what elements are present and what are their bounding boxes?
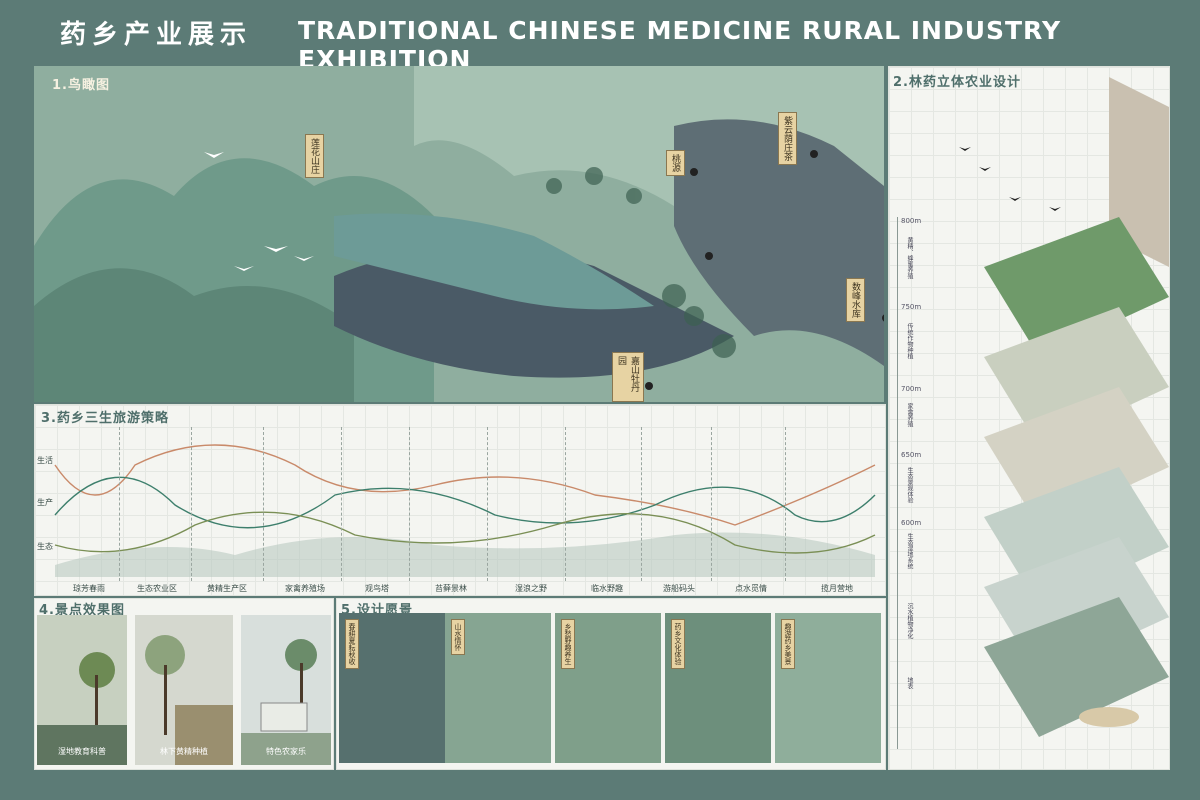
layer-illustration	[959, 77, 1169, 737]
layer-label-5: 生态湿地系统	[906, 533, 913, 569]
height-650: 650m	[901, 451, 922, 459]
scene-caption-1: 湿地教育科普	[58, 747, 106, 756]
layer-label-6: 沉水植物净化	[906, 603, 913, 639]
layer-label-7: 地表	[906, 677, 913, 689]
scene-card-1: 湿地教育科普	[37, 615, 127, 765]
height-700: 700m	[901, 385, 922, 393]
vision-card-4: 药乡文化体验	[665, 613, 771, 763]
vision-card-5: 趣游药乡美景	[775, 613, 881, 763]
layer-label-2: 传统作物种植	[906, 323, 913, 359]
scenes-panel: 4.景点效果图 湿地教育科普 林下黄精种植 特色农家乐	[34, 598, 334, 770]
layer-label-4: 生态景观体验	[906, 467, 913, 503]
vision-panel: 5.设计愿景 春耕夏耘秋收 山水情怀 乡愁野趣养生 药乡文化体验 趣游药乡美景	[336, 598, 886, 770]
strategy-panel: 3.药乡三生旅游策略 生活 生产 生态 琼芳春雨 生态农业区 黄精生产区 家禽养…	[34, 404, 886, 596]
cat-shengtai: 生态农业区	[137, 584, 177, 593]
cat-qiongfang: 琼芳春雨	[73, 584, 105, 593]
row-label-production: 生产	[37, 498, 53, 507]
vision-card-3: 乡愁野趣养生	[555, 613, 661, 763]
cat-guanniao: 观鸟塔	[365, 584, 389, 593]
layer-label-1: 黄精、蜂蜜养殖	[906, 237, 913, 279]
strategy-curves	[54, 444, 876, 577]
cat-jiaqin: 家禽养殖场	[285, 584, 325, 593]
section-3-label: 3.药乡三生旅游策略	[41, 411, 169, 426]
row-label-ecology: 生态	[37, 542, 53, 551]
vision-card-2: 山水情怀	[445, 613, 551, 763]
title-en: TRADITIONAL CHINESE MEDICINE RURAL INDUS…	[298, 16, 1062, 74]
map-tag-shuifeng: 数峰水库	[846, 278, 865, 322]
cat-linshui: 临水野趣	[591, 584, 623, 593]
scene-card-3: 特色农家乐	[241, 615, 331, 765]
scene-caption-3: 特色农家乐	[266, 747, 306, 756]
height-600: 600m	[901, 519, 922, 527]
vision-tag-4: 药乡文化体验	[671, 619, 685, 669]
section-1-label: 1.鸟瞰图	[52, 78, 110, 93]
height-750: 750m	[901, 303, 922, 311]
cat-youchuan: 游船码头	[663, 584, 695, 593]
vision-card-1: 春耕夏耘秋收	[339, 613, 445, 763]
title-cn: 药乡产业展示	[60, 20, 253, 50]
cat-shilang: 湿浪之野	[515, 584, 547, 593]
aerial-map: 1.鸟瞰图 莲花山庄 桃源 紫云荫庄茶 数峰水库 嘉山牡丹园	[34, 66, 884, 402]
layer-label-3: 家禽养殖	[906, 403, 913, 427]
scene-caption-2: 林下黄精种植	[160, 747, 208, 756]
section-4-label: 4.景点效果图	[39, 603, 125, 618]
vision-tag-3: 乡愁野趣养生	[561, 619, 575, 669]
cat-huangjing: 黄精生产区	[207, 584, 247, 593]
scene-card-2: 林下黄精种植	[135, 615, 233, 765]
cat-dianshui: 点水觅情	[735, 584, 767, 593]
cat-lanyue: 揽月营地	[821, 584, 853, 593]
row-label-life: 生活	[37, 456, 53, 465]
vision-tag-5: 趣游药乡美景	[781, 619, 795, 669]
map-tag-lianhua: 莲花山庄	[305, 134, 324, 178]
vision-tag-1: 春耕夏耘秋收	[345, 619, 359, 669]
map-illustration	[34, 66, 884, 402]
map-tag-ziyun: 紫云荫庄茶	[778, 112, 797, 165]
vision-tag-2: 山水情怀	[451, 619, 465, 655]
section-2-label: 2.林药立体农业设计	[893, 75, 1021, 90]
design-panel: 2.林药立体农业设计 800m 750m 700m 650m 600m 黄精、蜂…	[888, 66, 1170, 770]
cat-taixian: 苔藓景林	[435, 584, 467, 593]
height-800: 800m	[901, 217, 922, 225]
map-tag-jiashan: 嘉山牡丹园	[612, 352, 644, 402]
map-tag-taoyuan: 桃源	[666, 150, 685, 176]
